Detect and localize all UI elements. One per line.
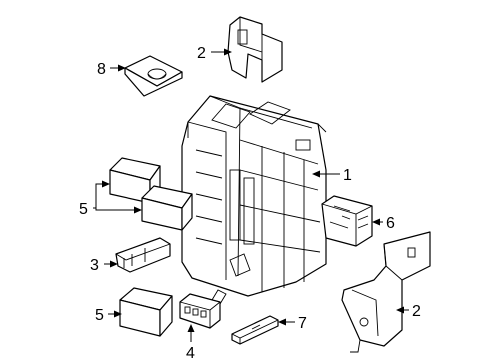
part-6-module xyxy=(321,195,373,247)
part-1-fuse-block xyxy=(181,95,327,297)
part-2-top-bracket xyxy=(227,16,283,83)
part-3-clip xyxy=(115,237,171,273)
leader-lines xyxy=(93,48,409,342)
part-4-connector xyxy=(179,289,227,329)
callout-5-bottom: 5 xyxy=(95,307,104,324)
callout-7: 7 xyxy=(298,315,307,332)
callout-2-top: 2 xyxy=(197,45,206,62)
callout-5-top: 5 xyxy=(79,201,88,218)
part-8-fuse-puller xyxy=(124,55,183,97)
part-5-relay-bottom xyxy=(119,287,173,337)
callout-6: 6 xyxy=(386,215,395,232)
callout-1: 1 xyxy=(343,167,352,184)
callout-labels: 1 2 8 5 3 5 4 7 6 2 xyxy=(79,45,421,360)
callout-2-bottom: 2 xyxy=(412,303,421,320)
part-5-relays-top xyxy=(109,157,193,231)
callout-8: 8 xyxy=(97,61,106,78)
part-2-bottom-bracket xyxy=(341,231,431,353)
callout-3: 3 xyxy=(90,257,99,274)
part-7-fuse-strip xyxy=(231,315,279,345)
callout-4: 4 xyxy=(186,345,195,360)
